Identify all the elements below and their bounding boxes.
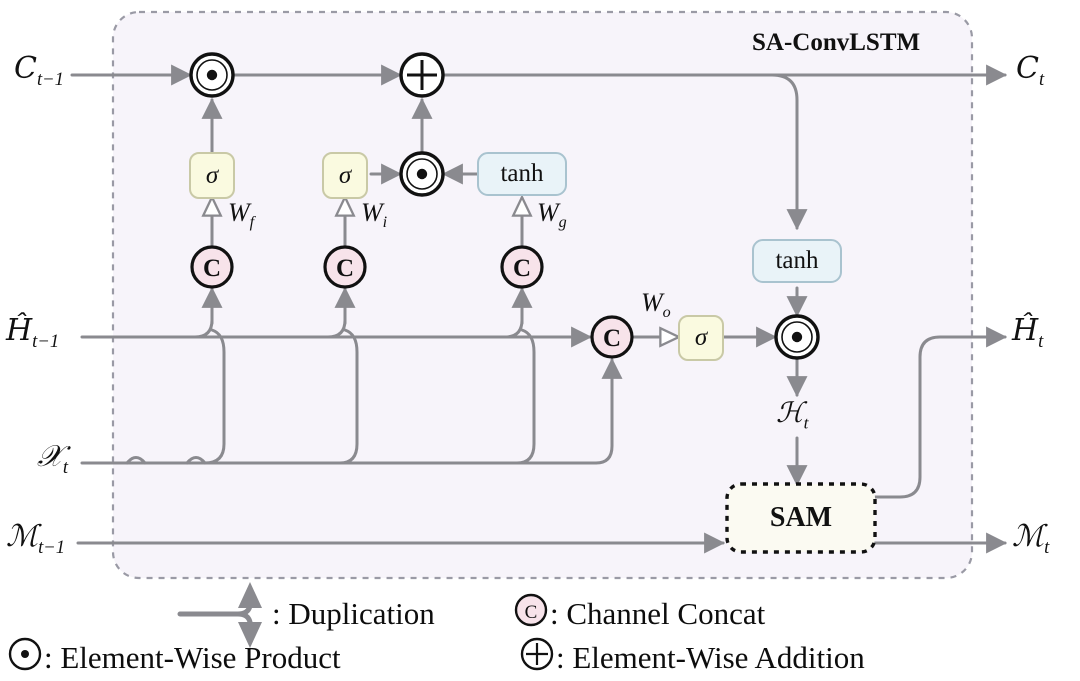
hidden-state-input-label: Ĥt−1 (6, 313, 59, 353)
channel-concat-input[interactable]: C (323, 245, 367, 289)
memory-output-label: ℳt (1012, 519, 1049, 559)
weight-gate-label: Wg (537, 198, 567, 232)
hidden-state-input-base: Ĥ (6, 313, 33, 348)
input-x-label: 𝒳t (37, 439, 68, 479)
weight-forget-label: Wf (228, 198, 254, 232)
weight-input-label: Wi (361, 198, 387, 232)
sam-block[interactable] (725, 482, 877, 554)
cell-state-input-base: C (14, 51, 37, 86)
sigmoid-output-gate[interactable] (678, 315, 724, 361)
cell-state-input-label: Ct−1 (14, 51, 64, 91)
channel-concat-output[interactable]: C (590, 315, 634, 359)
wire-cell-branch-down (770, 73, 808, 231)
weight-forget-sub: f (249, 214, 255, 232)
memory-output-base: ℳ (1012, 519, 1045, 554)
hidden-state-input-sub: t−1 (32, 331, 60, 352)
weight-input-sub: i (382, 214, 388, 232)
legend-channel-concat-icon: C (514, 593, 548, 627)
legend-duplication-icon (177, 603, 253, 625)
cell-state-input-sub: t−1 (36, 69, 64, 90)
branch-xt-c2 (338, 328, 359, 465)
weight-gate-base: W (537, 198, 559, 227)
tanh-cell[interactable] (752, 239, 842, 283)
branch-xt-c1 (203, 328, 226, 465)
legend-elementwise-addition-label: : Element-Wise Addition (556, 640, 865, 675)
elementwise-addition-cell[interactable] (399, 52, 445, 98)
branch-xt-c3 (515, 328, 536, 465)
elementwise-product-output[interactable] (774, 314, 820, 360)
svg-text:C: C (603, 325, 621, 352)
sigmoid-input-gate[interactable] (322, 152, 368, 199)
legend-duplication-arrow-down (238, 622, 262, 648)
legend-elementwise-product-icon (8, 637, 42, 671)
weight-input-base: W (361, 198, 383, 227)
channel-concat-forget[interactable]: C (190, 245, 234, 289)
wire-hop-2 (185, 456, 207, 465)
legend-elementwise-product-label: : Element-Wise Product (44, 640, 341, 675)
cell-state-output-sub: t (1038, 69, 1045, 90)
legend-duplication-label: : Duplication (272, 596, 435, 631)
branch-hprev-c2 (326, 318, 347, 339)
legend-elementwise-addition-icon (520, 637, 554, 671)
wire-sam-to-hhat (873, 326, 1008, 499)
elementwise-product-forget[interactable] (189, 52, 235, 98)
weight-output-label: Wo (641, 288, 671, 322)
weight-output-sub: o (662, 304, 671, 322)
branch-hprev-c1 (193, 318, 214, 339)
channel-concat-gate[interactable]: C (500, 245, 544, 289)
tanh-candidate[interactable] (477, 152, 567, 196)
hidden-state-intermediate-sub: t (803, 413, 809, 433)
page-title: SA-ConvLSTM (752, 29, 921, 56)
hidden-state-output-label: Ĥt (1012, 313, 1043, 353)
elementwise-product-input[interactable] (399, 151, 445, 197)
branch-xt-c4 (594, 357, 623, 465)
input-x-base: 𝒳 (37, 439, 63, 474)
svg-text:C: C (525, 602, 538, 623)
memory-input-base: ℳ (6, 519, 39, 554)
wire-hop-1 (125, 456, 147, 465)
svg-text:C: C (203, 255, 221, 282)
weight-output-base: W (641, 288, 663, 317)
legend-duplication-arrow-up (238, 582, 262, 608)
weight-gate-sub: g (558, 214, 567, 232)
weight-forget-base: W (228, 198, 250, 227)
cell-state-output-base: C (1016, 51, 1039, 86)
legend-channel-concat-label: : Channel Concat (550, 596, 766, 631)
cell-state-output-label: Ct (1016, 51, 1044, 91)
hidden-state-output-base: Ĥ (1012, 313, 1039, 348)
branch-hprev-c3 (503, 318, 524, 339)
input-x-sub: t (62, 457, 68, 478)
memory-input-label: ℳt−1 (6, 519, 65, 559)
hidden-state-intermediate-base: ℋ (776, 396, 804, 429)
svg-text:C: C (336, 255, 354, 282)
memory-input-sub: t−1 (38, 537, 66, 558)
sigmoid-forget-gate[interactable] (189, 152, 235, 199)
hidden-state-output-sub: t (1038, 331, 1044, 352)
hidden-state-intermediate-label: ℋt (776, 396, 809, 434)
svg-text:C: C (513, 255, 531, 282)
memory-output-sub: t (1044, 537, 1050, 558)
